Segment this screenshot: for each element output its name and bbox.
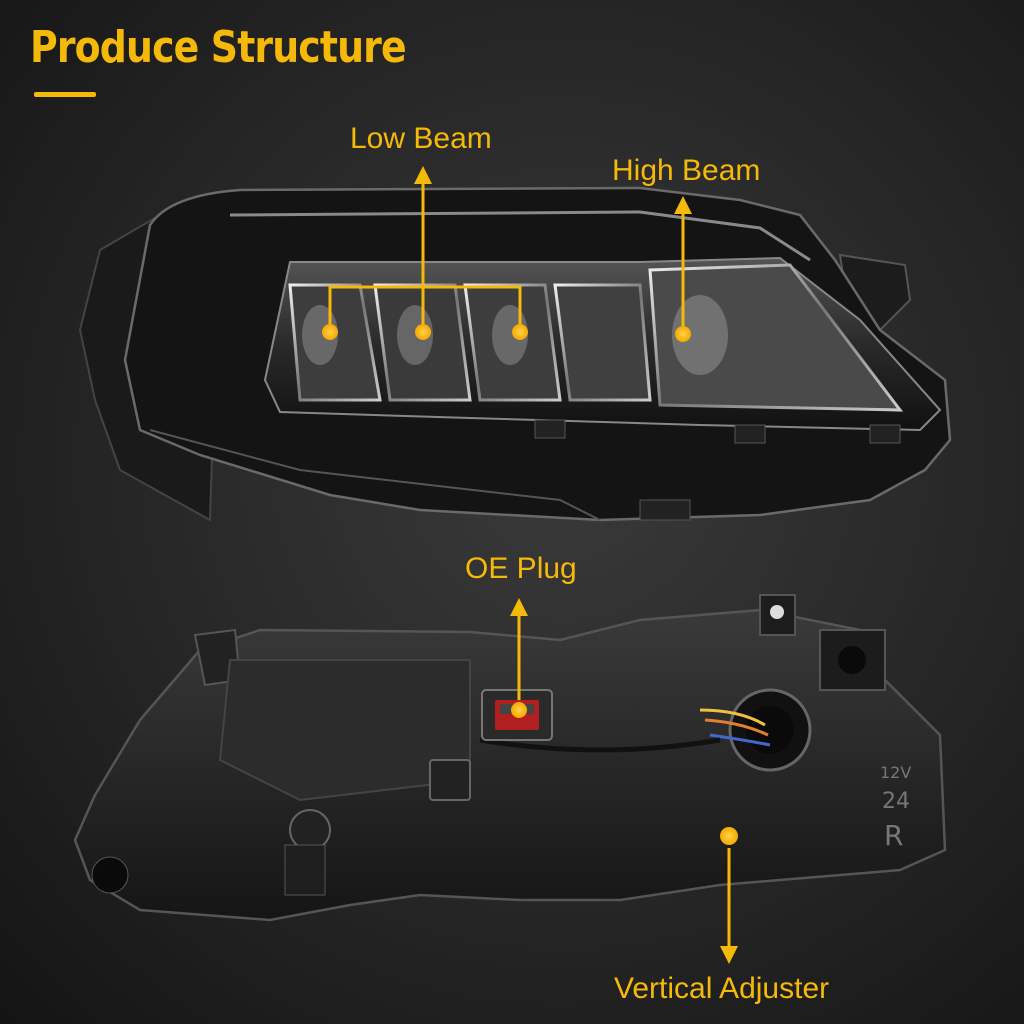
headlight-front-view xyxy=(78,186,952,522)
reflector-cells xyxy=(288,263,904,412)
low-beam-label: Low Beam xyxy=(350,122,492,155)
high-beam-label: High Beam xyxy=(612,154,761,187)
page-title: Produce Structure xyxy=(30,22,407,73)
high-beam-pointer xyxy=(674,196,692,342)
low-beam-pointer xyxy=(322,166,528,340)
low-beam-dot-1 xyxy=(322,324,338,340)
vertical-adjuster-pointer xyxy=(720,827,738,964)
low-beam-dot-3 xyxy=(512,324,528,340)
housing-voltage-mark: 12V xyxy=(880,763,911,782)
housing-side-mark: R xyxy=(884,819,903,852)
headlight-back-view: 12V 24 R xyxy=(73,594,947,922)
oe-plug-label: OE Plug xyxy=(465,552,577,585)
oe-plug-pointer xyxy=(510,598,528,718)
low-beam-dot-2 xyxy=(415,324,431,340)
housing-number-mark: 24 xyxy=(882,789,910,814)
title-underline xyxy=(34,92,96,97)
vertical-adjuster-label: Vertical Adjuster xyxy=(614,972,830,1005)
